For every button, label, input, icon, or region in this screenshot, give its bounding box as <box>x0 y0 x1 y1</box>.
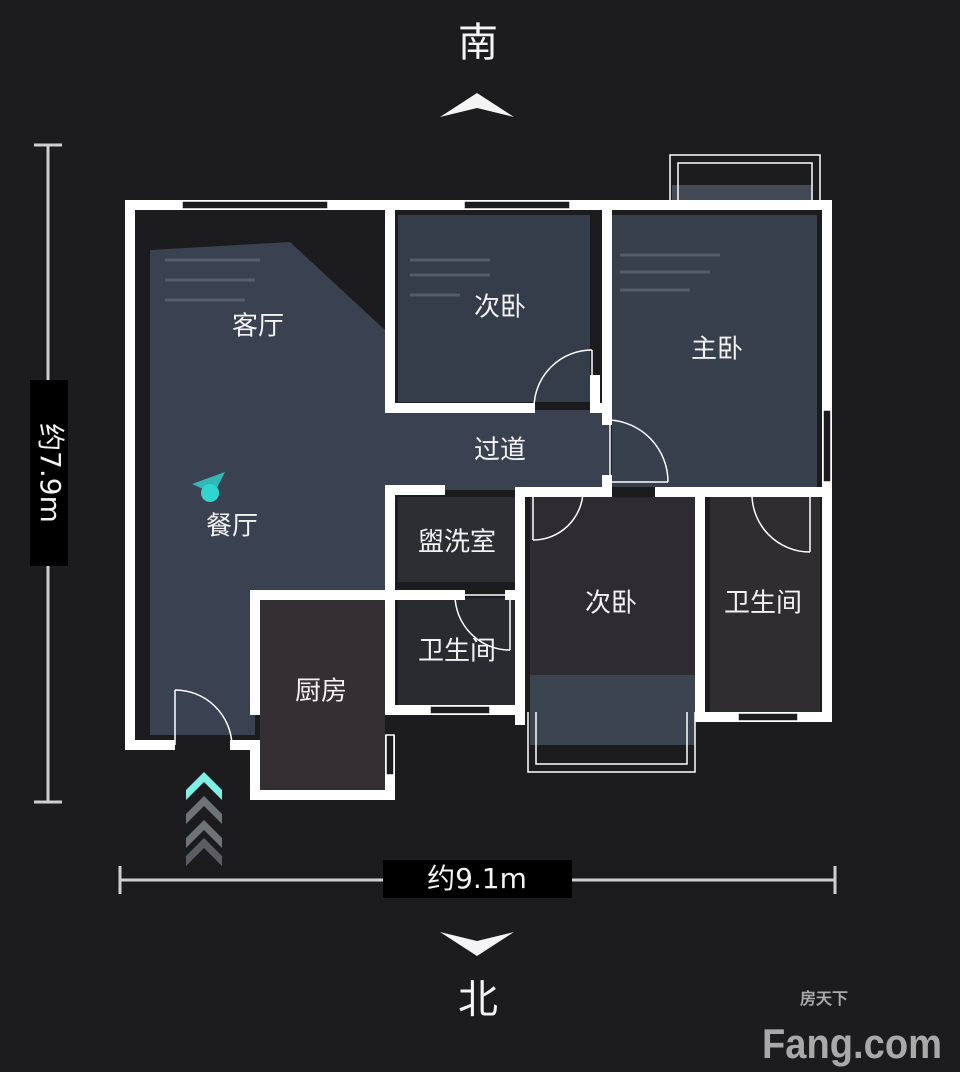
location-dot-icon <box>201 484 219 502</box>
entry-arrows-icon <box>186 772 222 866</box>
room-label-bath-left: 卫生间 <box>418 637 496 667</box>
height-dimension-label: 约7.9m <box>34 423 67 523</box>
window-light-stripes <box>165 253 720 302</box>
height-dimension-box <box>30 380 68 566</box>
windows <box>181 154 832 776</box>
fang-logo-watermark: 房天下 Fang.com <box>762 989 942 1067</box>
floors <box>150 185 820 790</box>
room-label-living: 客厅 <box>232 312 284 342</box>
room-label-bedroom-top: 次卧 <box>474 293 526 323</box>
washroom-floor <box>398 497 518 582</box>
width-dimension-label: 约9.1m <box>427 862 527 895</box>
chevron-down-icon <box>440 932 514 956</box>
room-label-bath-right: 卫生间 <box>724 589 802 619</box>
room-label-washroom: 盥洗室 <box>418 528 496 558</box>
room-label-corridor: 过道 <box>474 436 526 466</box>
bedroom-top-floor <box>398 215 590 402</box>
doors <box>174 349 811 746</box>
bay-window-floor <box>530 675 695 745</box>
width-dimension-box <box>383 860 572 898</box>
walls <box>125 200 832 800</box>
chevron-up-icon <box>440 93 514 117</box>
master-floor <box>612 215 817 487</box>
compass-north: 北 <box>458 977 498 1023</box>
room-label-bedroom-bottom: 次卧 <box>585 589 637 619</box>
compass-south: 南 <box>458 20 498 66</box>
bath-left-floor <box>398 598 518 708</box>
living-dining-floor <box>150 242 610 735</box>
watermark-en: Fang.com <box>762 1020 942 1067</box>
room-label-kitchen: 厨房 <box>295 677 347 707</box>
room-label-dining: 餐厅 <box>206 512 258 542</box>
position-marker <box>192 472 225 502</box>
watermark-cn: 房天下 <box>800 989 848 1008</box>
kitchen-floor <box>260 600 385 790</box>
bath-right-floor <box>710 497 820 712</box>
room-label-master: 主卧 <box>691 335 743 365</box>
